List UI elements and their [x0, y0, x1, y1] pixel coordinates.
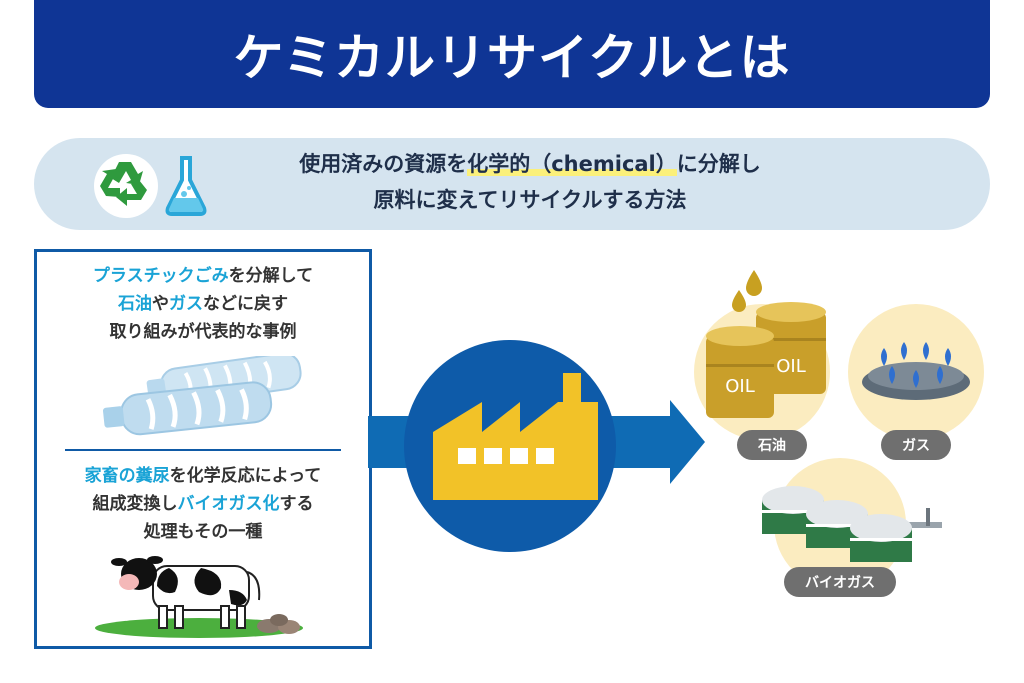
biogas-tank-icon: [762, 486, 942, 562]
gas-label: ガス: [881, 430, 951, 460]
example1-em-plastic: プラスチックごみ: [92, 266, 229, 286]
example2-line2-prefix: 組成変換し: [92, 494, 178, 514]
bottle-front: [102, 381, 273, 436]
recycle-icon: [94, 154, 158, 218]
manure-illustration: [257, 614, 300, 634]
oil-drop-icon: [732, 270, 762, 312]
page-title: ケミカルリサイクルとは: [34, 0, 990, 108]
example2-line-2: 組成変換しバイオガス化する: [37, 490, 369, 518]
example2-line-3: 処理もその一種: [143, 522, 263, 542]
factory-icon: [433, 373, 598, 500]
example1-line-2: 石油やガスなどに戻す: [37, 290, 369, 318]
examples-panel: プラスチックごみを分解して 石油やガスなどに戻す 取り組みが代表的な事例 家畜の…: [34, 249, 372, 649]
barrel-text-front: OIL: [725, 376, 755, 397]
definition-line-1: 使用済みの資源を化学的（chemical）に分解し: [210, 146, 850, 182]
gas-burner-icon: [862, 342, 970, 400]
definition-line-2: 原料に変えてリサイクルする方法: [373, 188, 687, 212]
definition-highlight: 化学的（chemical）: [467, 152, 677, 176]
definition-line1-suffix: に分解し: [676, 152, 761, 176]
oil-label: 石油: [737, 430, 807, 460]
cow-illustration: [95, 556, 303, 638]
flask-icon: [165, 156, 207, 216]
example2-em-biogas: バイオガス化: [177, 494, 280, 514]
pet-bottles-illustration: [102, 356, 302, 436]
oil-barrel-icon: OIL OIL: [706, 302, 826, 418]
cow-head: [111, 556, 163, 590]
definition-text: 使用済みの資源を化学的（chemical）に分解し 原料に変えてリサイクルする方…: [210, 146, 850, 218]
example1-em-gas: ガス: [169, 294, 203, 314]
definition-banner: 使用済みの資源を化学的（chemical）に分解し 原料に変えてリサイクルする方…: [34, 138, 990, 230]
cow-body: [152, 565, 261, 629]
examples-divider: [65, 449, 341, 451]
example1-line-1: プラスチックごみを分解して: [37, 262, 369, 290]
example1-line1-rest: を分解して: [228, 266, 314, 286]
example2-line2-rest: する: [279, 494, 314, 514]
example2-line-1: 家畜の糞尿を化学反応によって: [37, 462, 369, 490]
example1-line2-mid: や: [152, 294, 169, 314]
example2-em-manure: 家畜の糞尿: [84, 466, 170, 486]
example1-line-3: 取り組みが代表的な事例: [109, 322, 297, 342]
biogas-label: バイオガス: [784, 567, 896, 597]
example2-line1-rest: を化学反応によって: [169, 466, 322, 486]
barrel-text-back: OIL: [776, 356, 806, 377]
example1-line2-rest: などに戻す: [203, 294, 288, 314]
definition-icons: [94, 154, 207, 218]
definition-line1-prefix: 使用済みの資源を: [299, 152, 468, 176]
example1-em-oil: 石油: [118, 294, 152, 314]
